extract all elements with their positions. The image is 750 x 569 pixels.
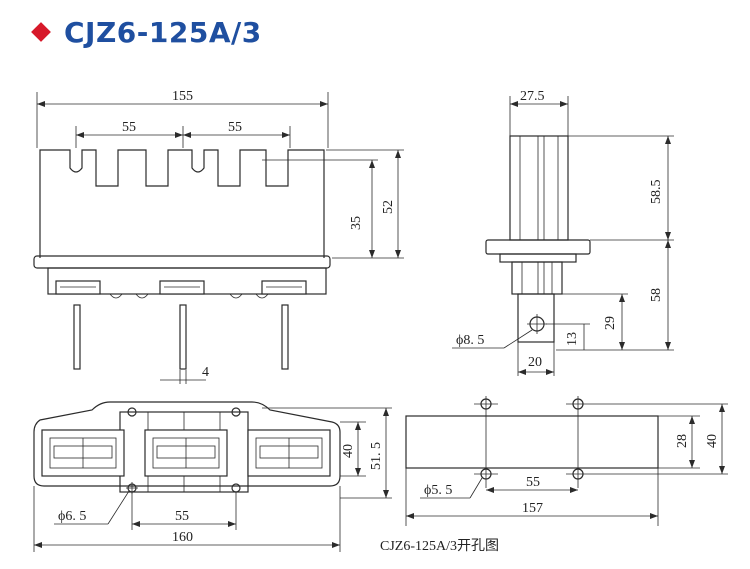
- dim-27-5: 27.5: [520, 89, 545, 104]
- dim-52: 52: [381, 200, 396, 214]
- dim-157: 157: [522, 501, 543, 516]
- dim-55-right: 55: [228, 120, 242, 135]
- dim-28: 28: [675, 434, 690, 448]
- dim-58-5: 58.5: [649, 180, 664, 205]
- dim-40-cutout: 40: [705, 434, 720, 448]
- dim-35: 35: [349, 216, 364, 230]
- cutout-caption: CJZ6-125A/3开孔图: [380, 538, 499, 554]
- title-bar: CJZ6-125A/3: [26, 10, 262, 54]
- page-title: CJZ6-125A/3: [64, 15, 262, 49]
- dim-155: 155: [172, 89, 193, 104]
- dim-29: 29: [603, 316, 618, 330]
- dim-20: 20: [528, 355, 542, 370]
- dim-40-bottom: 40: [341, 444, 356, 458]
- dim-hole-5-5: ϕ5. 5: [424, 483, 452, 498]
- dim-58: 58: [649, 288, 664, 302]
- dim-hole-6-5: ϕ6. 5: [58, 509, 86, 524]
- dim-160: 160: [172, 530, 193, 545]
- dim-51-5: 51. 5: [369, 442, 384, 470]
- dim-55-left: 55: [122, 120, 136, 135]
- side-view: 27.5 ϕ8. 5 20: [452, 89, 674, 376]
- bottom-view: ϕ6. 5 55 160 40 51. 5: [33, 401, 392, 552]
- dim-55-cutout: 55: [526, 475, 540, 490]
- dim-13: 13: [565, 332, 580, 346]
- dim-55-bottom: 55: [175, 509, 189, 524]
- front-view: 155 55 55 4: [33, 89, 404, 384]
- cutout-view: ϕ5. 5 55 157 28 40 CJZ6-125A/3开孔图: [380, 396, 728, 554]
- dim-hole-8-5: ϕ8. 5: [456, 333, 484, 348]
- dim-4: 4: [202, 365, 209, 380]
